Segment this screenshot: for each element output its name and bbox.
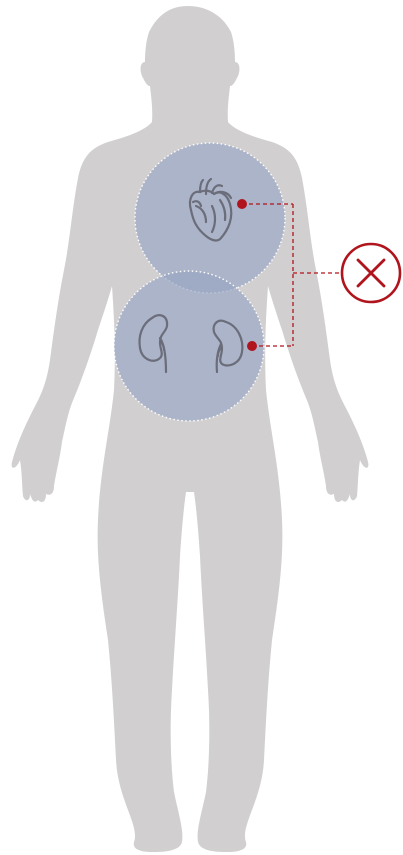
- kidneys-connector-dot: [247, 341, 257, 351]
- x-mark-icon: [342, 244, 400, 302]
- heart-highlight-circle: [135, 143, 285, 293]
- heart-connector-dot: [237, 199, 247, 209]
- human-body-silhouette: [12, 6, 369, 852]
